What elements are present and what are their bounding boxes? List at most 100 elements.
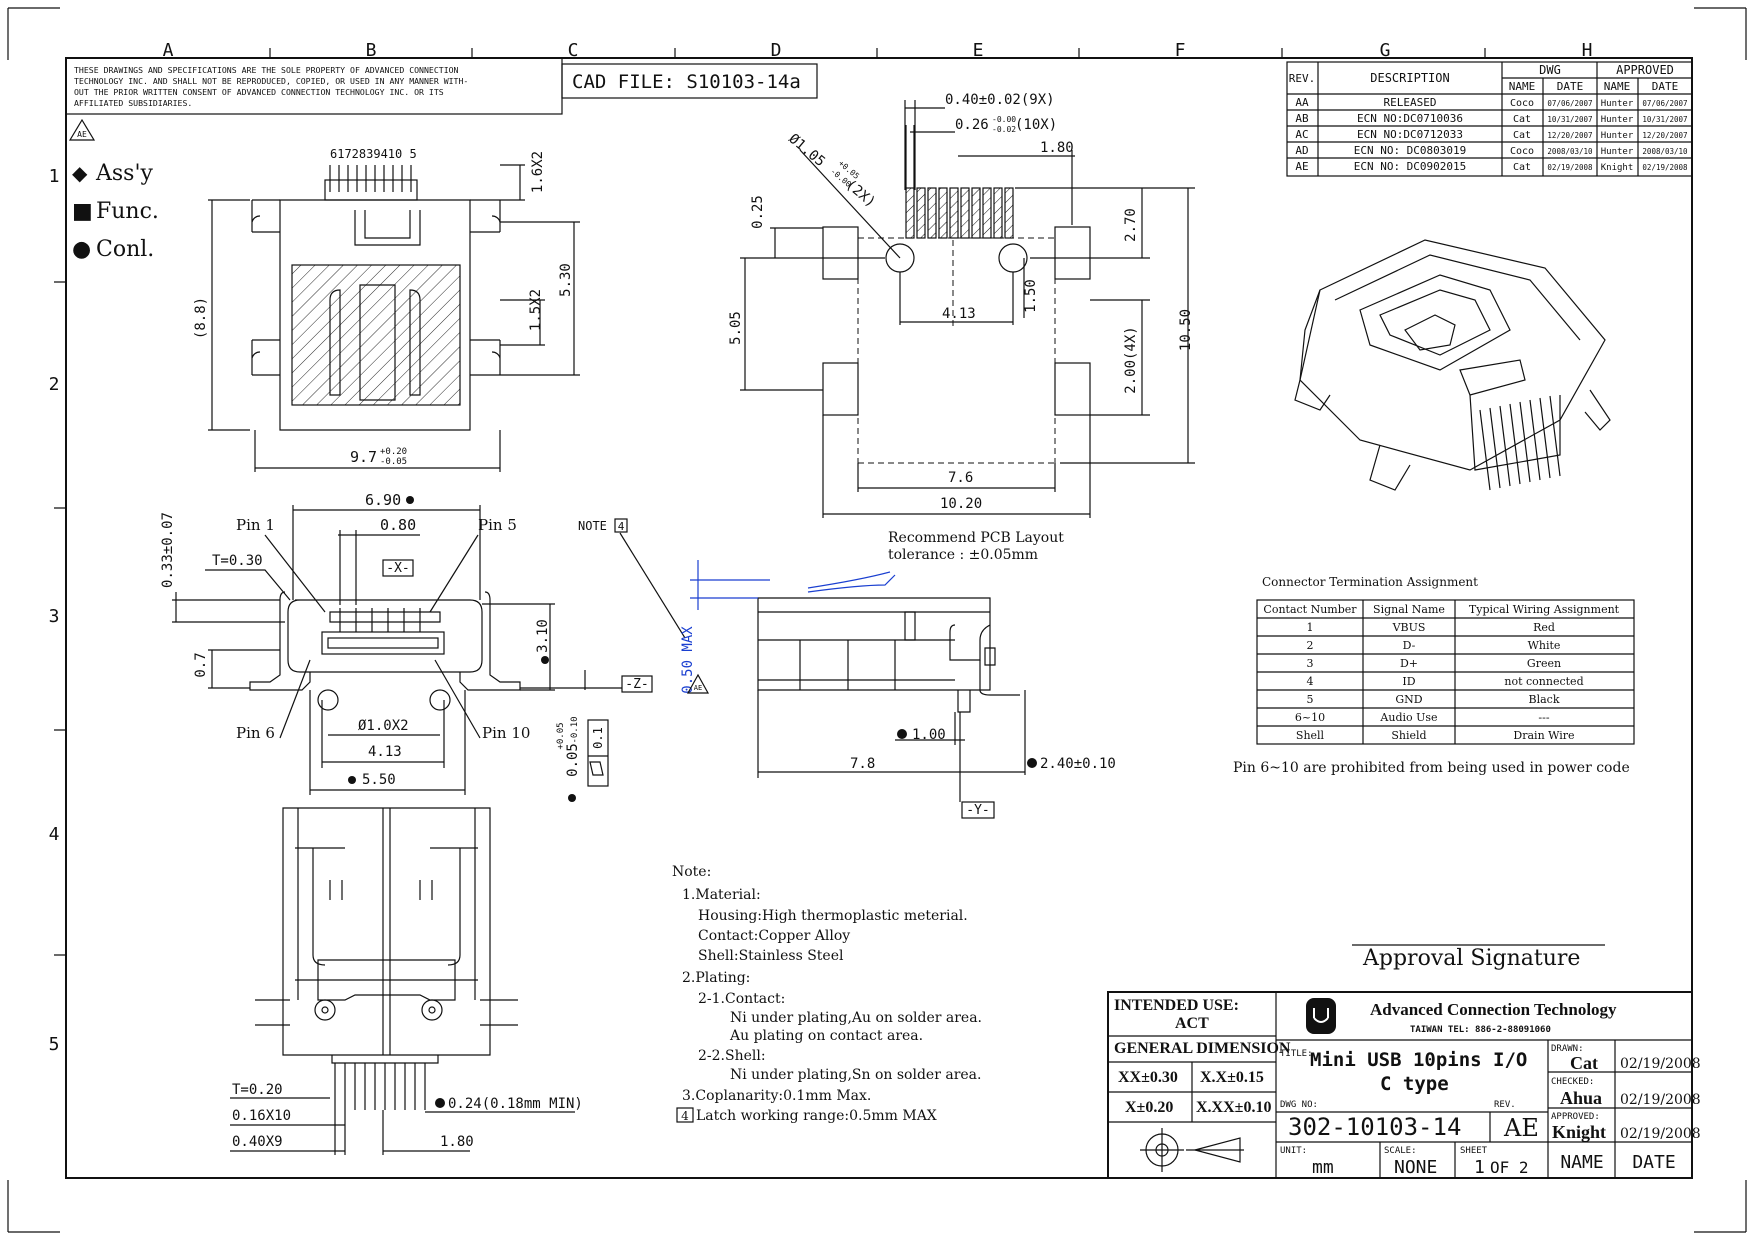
- svg-text:White: White: [1528, 639, 1561, 652]
- tol-xx: XX±0.30: [1118, 1069, 1178, 1086]
- label-pin-5: Pin 5: [478, 516, 517, 534]
- svg-text:AE: AE: [77, 130, 87, 139]
- note-line-6: 2-1.Contact:: [698, 991, 785, 1007]
- dim-4-13-front: 4.13: [368, 744, 402, 760]
- title-label: TITLE:: [1280, 1049, 1313, 1059]
- disclaimer-line-1: THESE DRAWINGS AND SPECIFICATIONS ARE TH…: [74, 65, 459, 75]
- dim-2-00x4: 2.00(4X): [1123, 326, 1139, 393]
- sheet-label: SHEET: [1460, 1146, 1488, 1156]
- termination-footnote: Pin 6~10 are prohibited from being used …: [1233, 760, 1630, 776]
- side-ae-mark: AE: [694, 684, 702, 692]
- cad-file-label: CAD FILE: S10103-14a: [572, 71, 801, 93]
- rev-row-ab: AB ECN NO:DC0710036 Cat 10/31/2007 Hunte…: [1295, 112, 1687, 125]
- projection-symbol-icon: [1140, 1128, 1244, 1172]
- front-view: 6.90 0.33±0.07 Pin 1 0.80 Pin 5 NOTE 4 T…: [160, 491, 686, 802]
- term-row-1: 1 VBUS Red: [1307, 621, 1555, 634]
- svg-text:Cat: Cat: [1513, 162, 1531, 173]
- legend-assy-label: Ass'y: [95, 161, 154, 186]
- note-line-8: Au plating on contact area.: [729, 1028, 923, 1044]
- sheet-value: 1: [1474, 1157, 1485, 1178]
- general-dimension: GENERAL DIMENSION: [1114, 1040, 1291, 1057]
- term-header-contact: Contact Number: [1263, 603, 1357, 616]
- cad-file-box: CAD FILE: S10103-14a: [561, 63, 818, 99]
- svg-text:2008/03/10: 2008/03/10: [1642, 147, 1688, 156]
- side-view: 0.50 MAX AE 1.00 7.8 2.40±0.10 -Y-: [680, 560, 1116, 819]
- svg-text:AD: AD: [1295, 144, 1308, 157]
- dim-3-10: 3.10: [535, 619, 551, 653]
- term-row-3: 3 D+ Green: [1307, 657, 1562, 670]
- termination-title: Connector Termination Assignment: [1262, 575, 1478, 589]
- rev-header-dwg-name: NAME: [1509, 80, 1536, 93]
- dim-0-40x9: 0.40X9: [232, 1134, 283, 1150]
- svg-text:AE: AE: [1295, 160, 1308, 173]
- dim-0-50-max: 0.50 MAX: [680, 626, 696, 694]
- legend-func-icon: ■: [72, 199, 93, 224]
- term-header-wiring: Typical Wiring Assignment: [1469, 603, 1620, 616]
- rev-row-ad: AD ECN NO: DC0803019 Coco 2008/03/10 Hun…: [1295, 144, 1688, 157]
- rev-header-dwg: DWG: [1539, 63, 1561, 77]
- disclaimer-line-2: TECHNOLOGY INC. AND SHALL NOT BE REPRODU…: [74, 76, 468, 86]
- zone-col-c: C: [568, 40, 579, 61]
- zone-col-h: H: [1582, 40, 1593, 61]
- svg-text:Cat: Cat: [1513, 130, 1531, 141]
- legend-conl-icon: ●: [72, 237, 91, 262]
- datum-x: -X-: [386, 561, 409, 576]
- disclaimer-line-4: AFFILIATED SUBSIDIARIES.: [74, 98, 192, 108]
- dim-0-16x10: 0.16X10: [232, 1108, 291, 1124]
- svg-text:12/20/2007: 12/20/2007: [1642, 131, 1687, 140]
- dim-9-7: 9.7: [350, 448, 377, 466]
- dim-5-30: 5.30: [558, 263, 574, 297]
- dim-4-13: 4.13: [942, 306, 976, 322]
- title-block: Approval Signature INTENDED USE: ACT GEN…: [1107, 944, 1701, 1179]
- svg-text:RELEASED: RELEASED: [1384, 96, 1437, 109]
- approved-label: APPROVED:: [1551, 1112, 1600, 1122]
- dim-0-05: 0.05: [565, 743, 581, 777]
- dim-pad-width-note: (10X): [1015, 117, 1057, 133]
- scale-label: SCALE:: [1384, 1146, 1417, 1156]
- rev-row-ae: AE ECN NO: DC0902015 Cat 02/19/2008 Knig…: [1295, 160, 1688, 173]
- top-view: 6172839410 5 (8.8) 1.6X2 5.30 1.5X2: [193, 147, 580, 472]
- dim-pad-width-tol-plus: -0.00: [992, 115, 1016, 124]
- company-logo-icon: [1306, 998, 1336, 1034]
- svg-text:2008/03/10: 2008/03/10: [1547, 147, 1593, 156]
- notes-heading: Note:: [672, 864, 711, 880]
- svg-text:---: ---: [1538, 711, 1549, 724]
- term-row-5: 5 GND Black: [1307, 693, 1560, 706]
- legend-assy-icon: ◆: [72, 161, 88, 185]
- svg-text:5: 5: [1307, 693, 1314, 706]
- svg-text:ECN NO: DC0902015: ECN NO: DC0902015: [1354, 160, 1467, 173]
- disclaimer-box: THESE DRAWINGS AND SPECIFICATIONS ARE TH…: [65, 57, 563, 115]
- dim-pad-width: 0.26: [955, 117, 989, 133]
- zone-col-b: B: [366, 40, 377, 61]
- checked-label: CHECKED:: [1551, 1077, 1594, 1087]
- dim-0-05-tol-plus: +0.05: [556, 722, 566, 749]
- disclaimer-line-3: OUT THE PRIOR WRITTEN CONSENT OF ADVANCE…: [74, 87, 444, 97]
- drawn-date: 02/19/2008: [1620, 1056, 1701, 1072]
- zone-col-g: G: [1380, 40, 1391, 61]
- rev-header-approved: APPROVED: [1616, 63, 1674, 77]
- svg-text:Hunter: Hunter: [1601, 147, 1634, 157]
- svg-text:AC: AC: [1295, 128, 1308, 141]
- svg-text:3: 3: [1307, 657, 1314, 670]
- svg-text:10/31/2007: 10/31/2007: [1642, 115, 1687, 124]
- term-row-6: 6~10 Audio Use ---: [1295, 711, 1550, 724]
- svg-text:10/31/2007: 10/31/2007: [1547, 115, 1592, 124]
- svg-text:Black: Black: [1529, 693, 1560, 706]
- svg-text:Hunter: Hunter: [1601, 131, 1634, 141]
- dim-1-5x2: 1.5X2: [528, 289, 544, 331]
- svg-text:D-: D-: [1403, 639, 1416, 652]
- svg-text:ECN NO:DC0710036: ECN NO:DC0710036: [1357, 112, 1463, 125]
- note-line-3: Contact:Copper Alloy: [698, 928, 850, 944]
- revision-table: REV. DESCRIPTION DWG APPROVED NAME DATE …: [1286, 61, 1693, 177]
- svg-text:ECN NO:DC0712033: ECN NO:DC0712033: [1357, 128, 1463, 141]
- connector-3d-view: [1294, 239, 1611, 491]
- sheet-of: OF 2: [1490, 1158, 1529, 1177]
- svg-text:Cat: Cat: [1513, 114, 1531, 125]
- note-line-9: 2-2.Shell:: [698, 1048, 766, 1064]
- dim-8-8: (8.8): [193, 297, 209, 339]
- svg-text:Shell: Shell: [1296, 729, 1325, 742]
- note-4-number: 4: [618, 520, 625, 533]
- svg-text:not connected: not connected: [1504, 675, 1583, 688]
- notes: Note: 1.Material: Housing:High thermopla…: [672, 864, 982, 1124]
- zone-row-2: 2: [49, 374, 60, 395]
